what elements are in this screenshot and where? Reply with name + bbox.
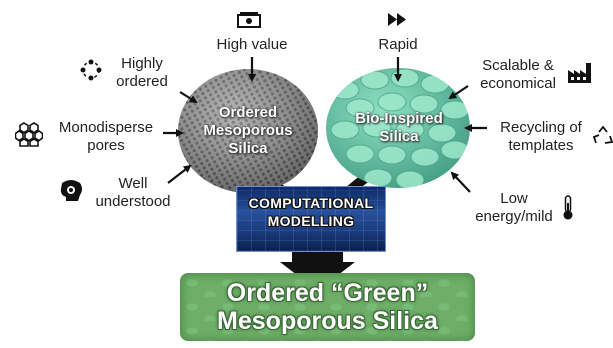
recycle-icon (593, 126, 613, 148)
green-silica-line2: Mesoporous Silica (217, 307, 438, 335)
label-high-value: High value (216, 36, 288, 53)
brain-gear-icon (58, 179, 84, 203)
computational-modelling-box: COMPUTATIONAL MODELLING (236, 186, 386, 252)
label-scalable-economical: Scalable & economical (480, 57, 556, 92)
ordered-silica-line3: Silica (228, 140, 268, 157)
label-rapid: Rapid (378, 36, 418, 53)
label-well-understood: Well understood (95, 175, 171, 210)
label-highly-ordered: Highly ordered (116, 55, 168, 90)
bio-silica-line2: Silica (379, 128, 419, 145)
label-recycling-templates: Recycling of templates (500, 119, 582, 154)
ordered-silica-line1: Ordered (218, 104, 278, 121)
fast-forward-icon (388, 13, 406, 26)
bio-silica-line1: Bio-Inspired (355, 110, 443, 127)
computational-line1: COMPUTATIONAL (248, 195, 374, 211)
ordered-silica-ellipse (178, 69, 318, 193)
bio-silica-label: Bio-Inspired Silica (343, 110, 455, 146)
dots-circle-icon (80, 59, 102, 81)
computational-line2: MODELLING (267, 213, 355, 229)
thermometer-icon (561, 195, 575, 221)
label-low-energy-mild: Low energy/mild (475, 190, 553, 225)
factory-icon (567, 60, 593, 84)
ordered-silica-line2: Mesoporous (203, 122, 293, 139)
money-icon (237, 11, 261, 29)
green-silica-box: Ordered “Green” Mesoporous Silica (180, 273, 475, 341)
green-silica-line1: Ordered “Green” (226, 279, 429, 307)
factor-arrows (163, 57, 487, 193)
ordered-silica-label: Ordered Mesoporous Silica (198, 104, 298, 158)
label-monodisperse-pores: Monodisperse pores (58, 119, 154, 154)
bio-silica-ellipse (326, 68, 470, 188)
hexagons-icon (15, 121, 43, 147)
